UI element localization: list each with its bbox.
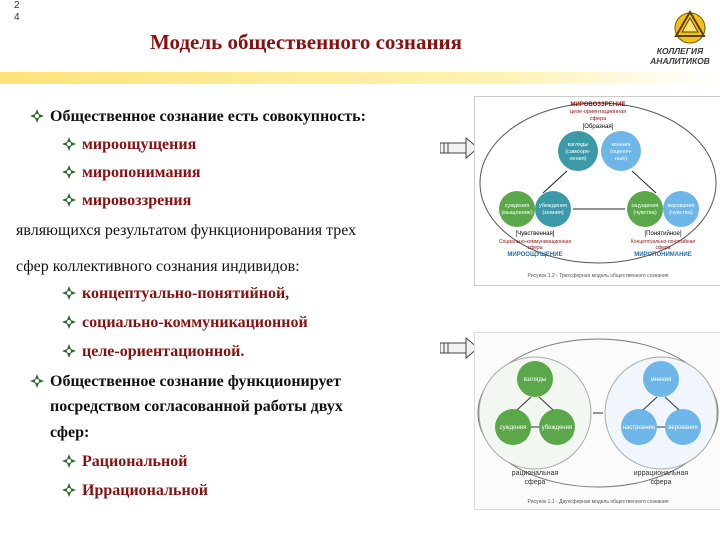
list-item: Иррациональной	[62, 482, 208, 500]
three-sphere-diagram: МИРОВОЗЗРЕНИЕ целе-ориентационная сфера …	[474, 96, 720, 286]
diagram-label: рациональная	[512, 470, 559, 477]
bullet-icon	[62, 454, 76, 468]
bullet-icon	[62, 315, 76, 329]
logo-icon	[674, 10, 706, 44]
diagram-label: мнения	[612, 142, 631, 148]
diagram-label: МИРООЩУЩЕНИЕ	[507, 252, 562, 258]
logo-caption: КОЛЛЕГИЯ АНАЛИТИКОВ	[650, 46, 710, 66]
body-line: являющихся результатом функционирования …	[16, 222, 357, 239]
diagram-label: нения)	[569, 156, 586, 162]
list-item: мироощущения	[62, 136, 196, 154]
arrow-right-icon	[440, 336, 479, 360]
second-line: посредством согласованной работы двух	[50, 398, 343, 415]
diagram-label: взгляды	[568, 142, 589, 148]
diagram-label: ощущения	[631, 203, 658, 209]
diagram-label: верования	[667, 203, 694, 209]
bullet-icon	[62, 344, 76, 358]
bullet-icon	[62, 165, 76, 179]
diagram-label: ные)	[615, 156, 627, 162]
diagram-label: суждения	[500, 425, 527, 431]
list-item: социально-коммуникационной	[62, 314, 308, 332]
second-line: Общественное сознание функционирует	[30, 373, 341, 391]
arrow-right-icon	[440, 136, 479, 160]
diagram-label: сфера	[528, 245, 543, 251]
bullet-icon	[62, 193, 76, 207]
fig1-top-label: МИРОВОЗЗРЕНИЕ	[571, 102, 626, 108]
diagram-label: (знания)	[542, 210, 564, 216]
diagram-label: Социально-коммуникационная	[499, 239, 571, 245]
second-line: сфер:	[50, 424, 90, 441]
diagram-label: мнения	[651, 377, 672, 383]
diagram-label: Концептуально-понятийная	[631, 238, 695, 245]
diagram-label: взгляды	[524, 377, 547, 383]
diagram-label: настроение	[623, 425, 656, 431]
diagram-label: [Понятийное]	[645, 230, 682, 237]
diagram-label: сфера	[656, 245, 671, 251]
list-item: мировоззрения	[62, 192, 191, 210]
diagram-label: иррациональная	[634, 470, 689, 477]
diagram-label: суждения	[505, 203, 530, 209]
diagram-label: МИРОПОНИМАНИЕ	[634, 252, 692, 258]
bullet-icon	[30, 109, 44, 123]
fig1-top-label: целе-ориентационная	[570, 109, 626, 115]
bullet-icon	[30, 374, 44, 388]
bullet-icon	[62, 137, 76, 151]
list-item: миропонимания	[62, 164, 201, 182]
body-line: сфер коллективного сознания индивидов:	[16, 258, 300, 275]
slide-title: Модель общественного сознания	[150, 30, 463, 54]
diagram-label: сфера	[525, 479, 546, 486]
bullet-icon	[62, 286, 76, 300]
diagram-label: (мыщление)	[501, 210, 533, 216]
diagram-label: сфера	[651, 479, 672, 486]
diagram-label: (оценоч-	[610, 149, 632, 155]
list-item: целе-ориентационной.	[62, 343, 244, 361]
diagram-label: (чувства)	[669, 210, 692, 216]
diagram-label: верования	[668, 425, 698, 431]
intro-line: Общественное сознание есть совокупность:	[30, 108, 366, 126]
diagram-label: [Чувственная]	[516, 231, 555, 237]
bullet-icon	[62, 483, 76, 497]
list-item: концептуально-понятийной,	[62, 285, 289, 303]
two-sphere-diagram: взгляды суждения убеждения рациональная …	[474, 332, 720, 510]
title-underline	[0, 72, 720, 84]
fig1-top-tag: [Образная]	[583, 124, 614, 130]
fig1-top-label: сфера	[590, 116, 607, 122]
diagram-label: убеждения	[542, 425, 572, 431]
list-item: Рациональной	[62, 453, 187, 471]
diagram-label: (чувства)	[633, 210, 656, 216]
fig2-caption: Рисунок 1.1 - Двухсферная модель обществ…	[527, 499, 668, 505]
diagram-label: убеждения	[539, 203, 567, 209]
fig1-caption: Рисунок 1.2 - Трехсферная модель обществ…	[528, 273, 669, 279]
diagram-label: (самооре-	[565, 149, 591, 155]
slide-number: 2 4	[14, 0, 20, 23]
